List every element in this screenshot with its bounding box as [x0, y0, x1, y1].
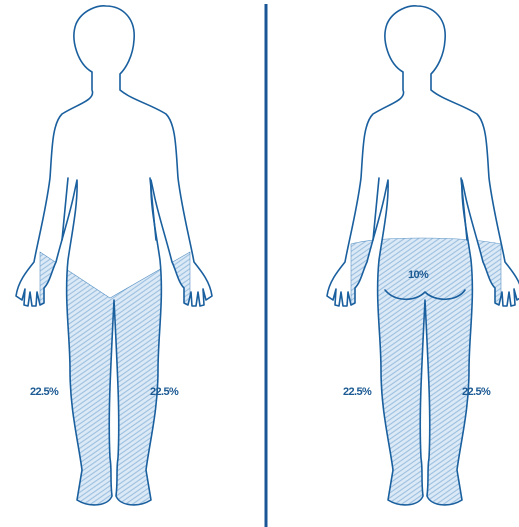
- front-right-leg-percent: 22.5%: [150, 386, 179, 398]
- back-left-leg-percent: 22.5%: [343, 386, 372, 398]
- back-buttocks-percent: 10%: [408, 269, 429, 281]
- back-shaded-region: [351, 238, 501, 527]
- back-regions: [351, 238, 501, 527]
- front-left-leg-percent: 22.5%: [30, 386, 59, 398]
- front-body-figure: [16, 6, 212, 527]
- back-right-leg-percent: 22.5%: [462, 386, 491, 398]
- back-body-figure: [327, 6, 519, 527]
